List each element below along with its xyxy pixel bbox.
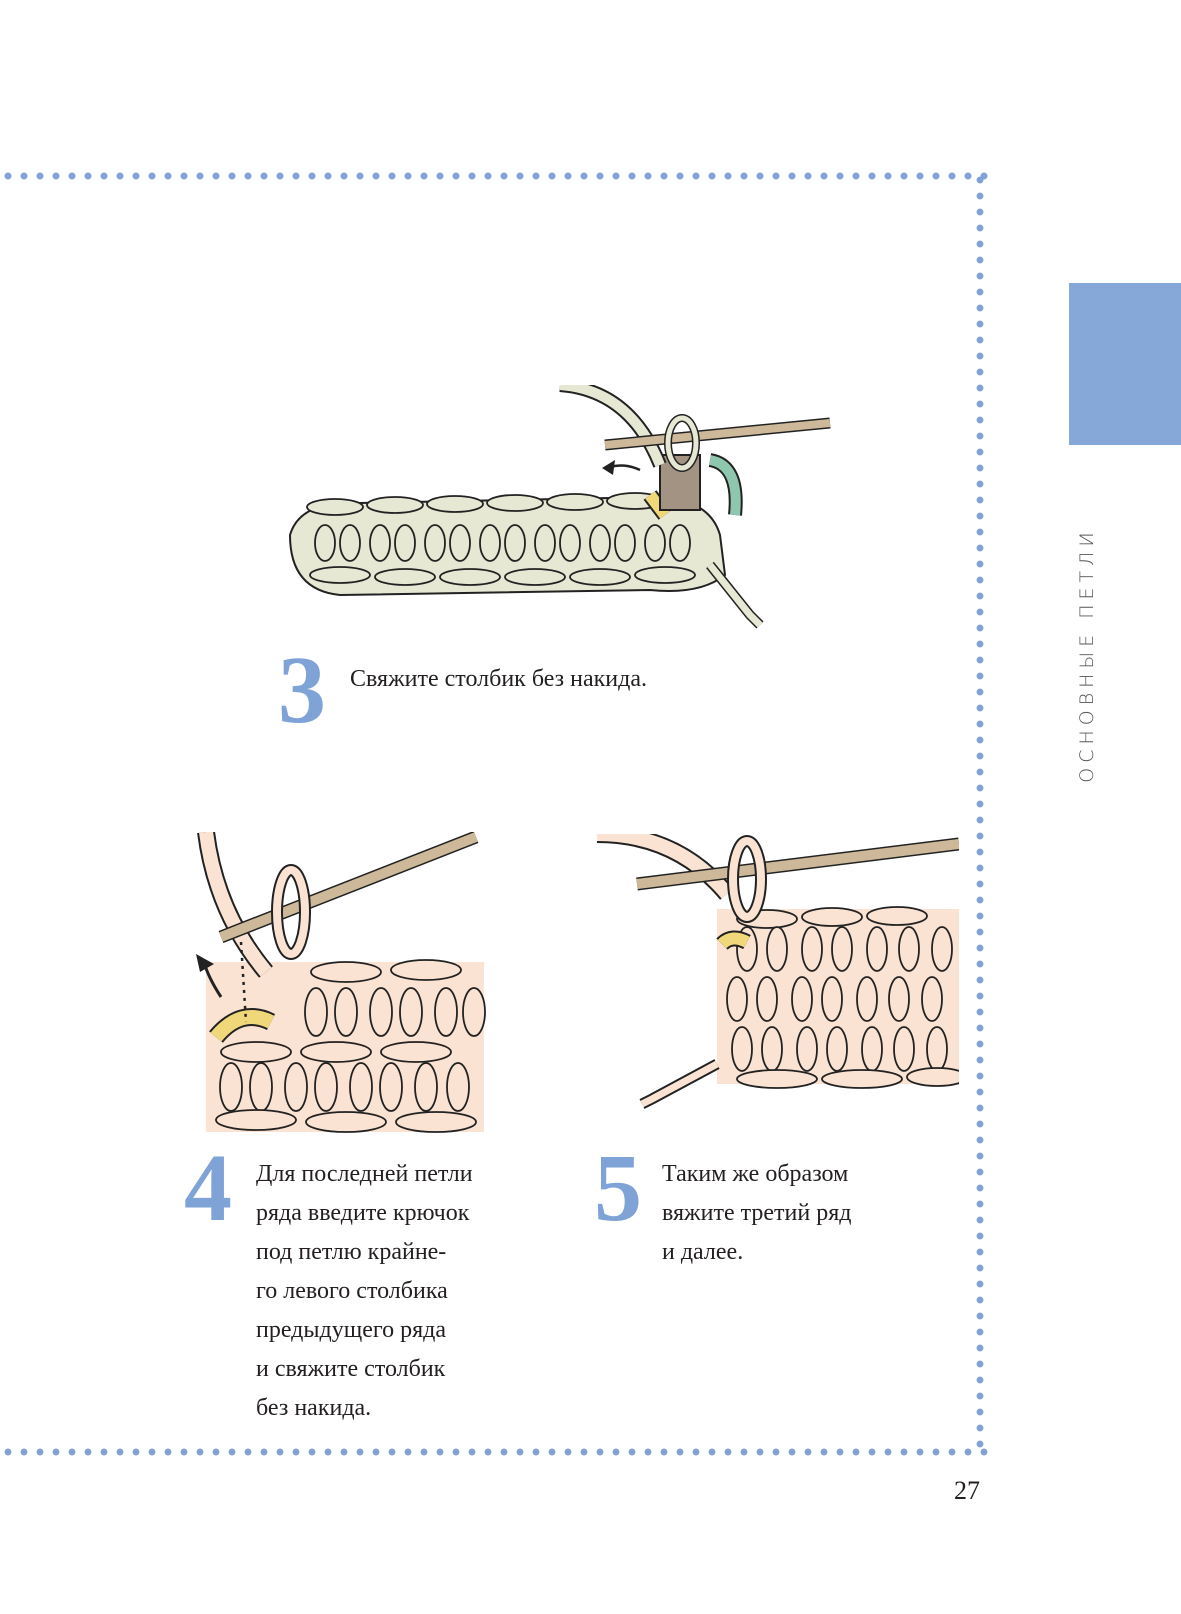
text-line: и свяжите столбик — [256, 1356, 446, 1382]
dotted-border-right — [976, 172, 984, 1456]
step-5-illustration — [597, 834, 959, 1109]
section-tab — [1069, 283, 1181, 445]
text-line: Свяжите столбик без накида. — [350, 666, 648, 692]
step-4-text: Для последней петли ряда введите крючок … — [256, 1155, 473, 1428]
page-number: 27 — [954, 1476, 980, 1505]
step-3-number: 3 — [278, 636, 326, 743]
step-5-text: Таким же образом вяжите третий ряд и дал… — [662, 1155, 851, 1272]
text-line: без накида. — [256, 1395, 372, 1421]
text-line: предыдущего ряда — [256, 1317, 447, 1343]
text-line: го левого столбика — [256, 1278, 448, 1304]
text-line: Таким же образом — [662, 1161, 849, 1187]
text-line: под петлю крайне- — [256, 1239, 447, 1265]
step-4-number: 4 — [184, 1134, 232, 1241]
text-line: Для последней петли — [256, 1161, 473, 1187]
dotted-border-top — [0, 172, 990, 180]
section-title: ОСНОВНЫЕ ПЕТЛИ — [1076, 527, 1098, 783]
dotted-border-bottom — [0, 1448, 990, 1456]
text-line: вяжите третий ряд — [662, 1200, 852, 1226]
step-3-text: Свяжите столбик без накида. — [350, 660, 647, 699]
step-4-illustration — [196, 832, 486, 1133]
text-line: ряда введите крючок — [256, 1200, 470, 1226]
step-5-number: 5 — [594, 1134, 642, 1241]
text-line: и далее. — [662, 1239, 744, 1265]
step-3-illustration — [288, 385, 831, 629]
